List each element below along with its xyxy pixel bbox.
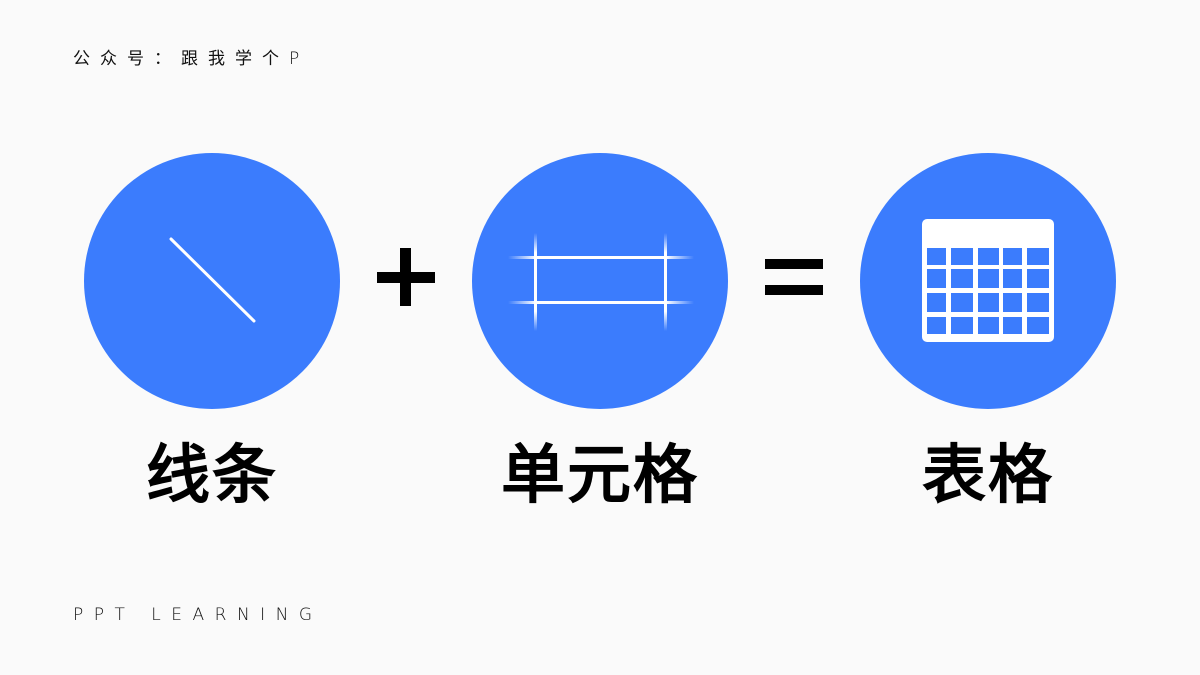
brand-footer: PPT LEARNING bbox=[73, 605, 323, 625]
diagonal-line-icon bbox=[84, 153, 340, 409]
account-header: 公众号：跟我学个P bbox=[73, 49, 310, 69]
table-label: 表格 bbox=[922, 439, 1054, 513]
line-label: 线条 bbox=[146, 439, 278, 513]
table-circle bbox=[860, 153, 1116, 409]
cell-label: 单元格 bbox=[501, 439, 699, 513]
cell-circle bbox=[472, 153, 728, 409]
cell-gridlines-icon bbox=[472, 153, 728, 409]
plus-icon bbox=[376, 236, 436, 326]
line-circle bbox=[84, 153, 340, 409]
equals-icon bbox=[764, 236, 824, 326]
table-icon bbox=[860, 153, 1116, 409]
